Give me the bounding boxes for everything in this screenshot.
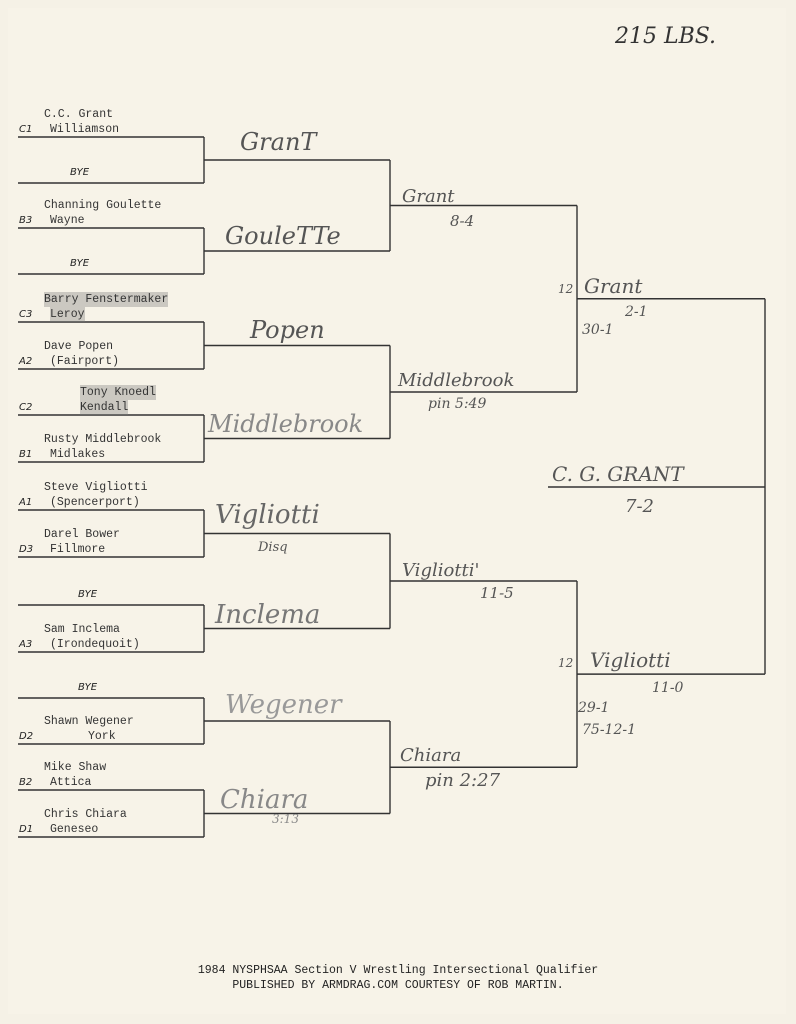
r2-result: pin 5:49 (428, 396, 487, 412)
footer-line-2: PUBLISHED BY ARMDRAG.COM COURTESY OF ROB… (232, 979, 564, 992)
seed-label: B3 (19, 215, 33, 226)
r2-result: 8-4 (450, 212, 475, 230)
seed-label: C1 (19, 124, 33, 135)
wrestler-name: Dave Popen (44, 340, 114, 353)
r2-result: pin 2:27 (425, 770, 501, 791)
wrestler-school: Geneseo (50, 823, 99, 836)
wrestler-name: C.C. Grant (44, 108, 114, 121)
seed-label: A3 (19, 639, 33, 650)
r1-winner: Vigliotti (215, 500, 320, 530)
wrestler-name: Rusty Middlebrook (44, 433, 162, 446)
wrestler-school: Fillmore (50, 543, 106, 556)
wrestler-school: (Irondequoit) (50, 638, 140, 651)
wrestler-name: Steve Vigliotti (44, 481, 148, 494)
seed-label: C3 (19, 309, 33, 320)
wrestler-name: Shawn Wegener (44, 715, 134, 728)
wrestler-name: Sam Inclema (44, 623, 120, 636)
paper (8, 8, 786, 1014)
semi-grade: 12 (558, 656, 574, 670)
r1-winner: GranT (240, 128, 317, 156)
seed-label: D3 (19, 544, 34, 555)
r2-winner: Vigliotti' (402, 560, 480, 581)
seed-label: D2 (19, 731, 34, 742)
r1-result: 3:13 (272, 812, 299, 826)
wrestler-name: Barry Fenstermaker (44, 292, 169, 307)
r2-winner: Chiara (400, 745, 462, 766)
seed-label: C2 (19, 402, 33, 413)
semi-result: 11-0 (652, 680, 684, 696)
seed-label: B1 (19, 449, 33, 460)
semi-grade: 12 (558, 282, 574, 296)
bye-slot: BYE (78, 589, 98, 600)
r1-winner: Chiara (220, 785, 309, 815)
wrestler-name: Darel Bower (44, 528, 120, 541)
seed-label: D1 (19, 824, 34, 835)
r1-result: Disq (258, 540, 288, 555)
semi-record: 29-1 (578, 700, 610, 716)
seed-label: A1 (19, 497, 33, 508)
wrestler-school: (Spencerport) (50, 496, 140, 509)
semi-record: 75-12-1 (582, 722, 636, 738)
wrestler-school: Kendall (80, 400, 129, 415)
wrestler-school: York (88, 730, 116, 743)
r1-winner: Middlebrook (208, 410, 364, 438)
final-result: 7-2 (625, 496, 654, 517)
bye-slot: BYE (70, 258, 90, 269)
wrestler-name: Chris Chiara (44, 808, 127, 821)
wrestler-name: Tony Knoedl (80, 385, 156, 400)
wrestler-school: Williamson (50, 123, 120, 136)
wrestler-school: (Fairport) (50, 355, 120, 368)
bye-slot: BYE (78, 682, 98, 693)
r1-winner: GouleTTe (225, 222, 341, 250)
r1-winner: Popen (250, 316, 325, 344)
wrestler-school: Attica (50, 776, 92, 789)
footer-line-1: 1984 NYSPHSAA Section V Wrestling Inters… (197, 964, 599, 977)
r2-result: 11-5 (480, 584, 514, 602)
semi-winner: Vigliotti (590, 648, 671, 672)
seed-label: A2 (19, 356, 33, 367)
wrestler-school: Midlakes (50, 448, 106, 461)
r1-winner: Wegener (225, 690, 342, 720)
wrestler-name: Mike Shaw (44, 761, 107, 774)
semi-record: 30-1 (582, 322, 614, 338)
wrestler-school: Wayne (50, 214, 85, 227)
champion: C. G. GRANT (552, 462, 684, 486)
r2-winner: Middlebrook (398, 370, 515, 391)
weight-class: 215 LBS. (615, 24, 717, 49)
r2-winner: Grant (402, 186, 455, 207)
wrestler-name: Channing Goulette (44, 199, 162, 212)
semi-winner: Grant (584, 274, 643, 298)
semi-result: 2-1 (625, 304, 648, 320)
seed-label: B2 (19, 777, 33, 788)
bye-slot: BYE (70, 167, 90, 178)
wrestler-school: Leroy (50, 307, 85, 322)
r1-winner: Inclema (215, 600, 321, 630)
